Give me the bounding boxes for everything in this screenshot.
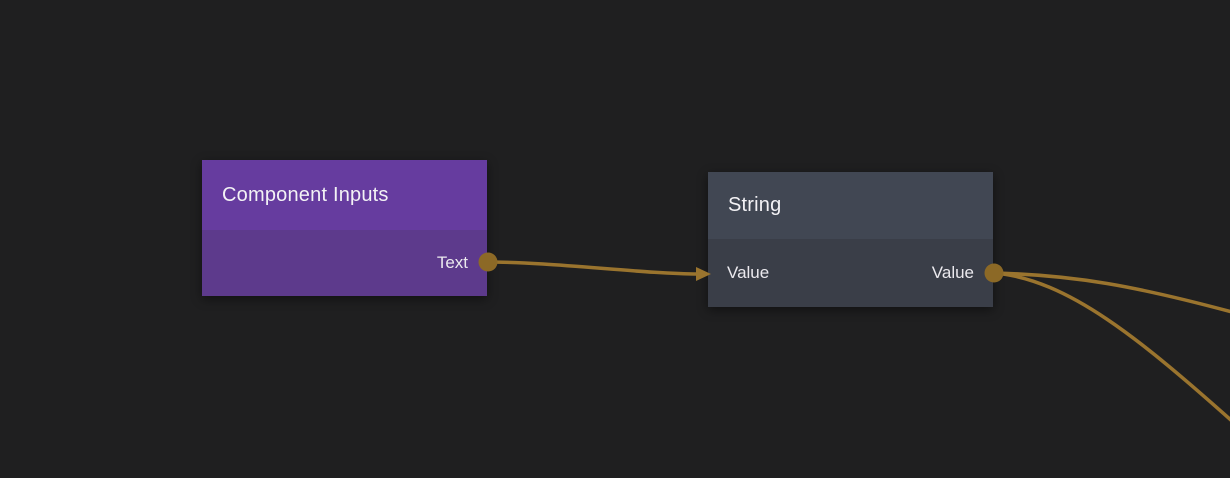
- node-component-inputs-header[interactable]: Component Inputs: [202, 160, 487, 230]
- port-row: Text: [221, 253, 468, 273]
- wire-component-inputs-text-to-string-value[interactable]: [486, 260, 700, 276]
- port-dot-component-inputs-text-output[interactable]: [478, 252, 498, 272]
- node-string-body: Value Value: [708, 239, 993, 307]
- node-title: Component Inputs: [222, 183, 389, 206]
- output-port-label-text: Text: [436, 253, 468, 272]
- port-row: Value Value: [727, 263, 974, 283]
- node-component-inputs[interactable]: Component Inputs Text: [202, 160, 487, 296]
- wire-string-value-to-offscreen-lower[interactable]: [992, 271, 1230, 422]
- port-dot-string-value-output[interactable]: [984, 263, 1004, 283]
- node-component-inputs-body: Text: [202, 230, 487, 296]
- node-string-header[interactable]: String: [708, 172, 993, 239]
- output-port-label-value: Value: [931, 263, 974, 282]
- node-string[interactable]: String Value Value: [708, 172, 993, 307]
- input-port-label-value: Value: [727, 263, 770, 282]
- wire-string-value-to-offscreen-upper[interactable]: [992, 271, 1230, 314]
- wire-arrowhead-icon: [696, 267, 711, 281]
- node-title: String: [728, 194, 782, 216]
